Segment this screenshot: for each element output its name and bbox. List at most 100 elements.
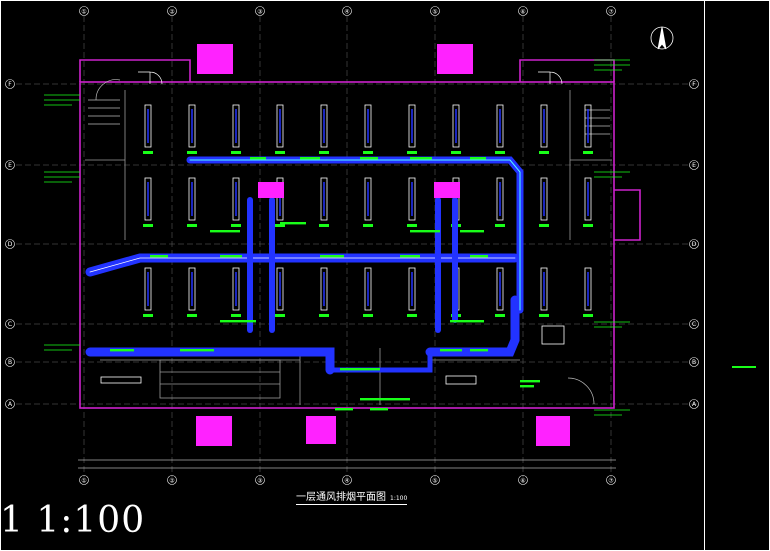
light-fixture (496, 104, 504, 148)
axis-bubble (606, 475, 616, 485)
duct-annotation (250, 157, 266, 160)
duct-annotation (320, 255, 344, 258)
axis-bubble (430, 475, 440, 485)
light-fixture (276, 104, 284, 148)
fixture-tag (187, 151, 197, 154)
axis-bubble (518, 6, 528, 16)
light-fixture (232, 177, 240, 221)
title-block-note (732, 366, 756, 368)
light-fixture (408, 267, 416, 311)
duct-annotation (220, 320, 256, 323)
light-fixture (496, 177, 504, 221)
light-fixture (364, 177, 372, 221)
light-fixture (540, 267, 548, 311)
axis-bubble (255, 475, 265, 485)
light-fixture (320, 177, 328, 221)
fixture-tag (231, 224, 241, 227)
axis-bubble (518, 475, 528, 485)
axis-letter: E (692, 162, 696, 169)
light-fixture (364, 104, 372, 148)
fixture-tag (451, 151, 461, 154)
axis-number: ① (81, 9, 86, 16)
light-fixture (496, 267, 504, 311)
duct-annotation (520, 380, 540, 383)
light-fixture (320, 267, 328, 311)
light-fixture (540, 177, 548, 221)
fixture-tag (583, 151, 593, 154)
fixture-tag (275, 224, 285, 227)
axis-bubble (689, 399, 699, 409)
fixture-tag (495, 151, 505, 154)
fixture-tag (495, 314, 505, 317)
axis-bubble (5, 160, 15, 170)
light-fixture (408, 177, 416, 221)
duct-annotation (440, 349, 462, 352)
fixture-tag (319, 314, 329, 317)
fixture-tag (143, 151, 153, 154)
axis-letter: D (8, 241, 13, 248)
fixture-tag (407, 224, 417, 227)
fixture-tag (583, 314, 593, 317)
fixture-tag (363, 151, 373, 154)
side-notes (44, 59, 630, 416)
axis-letter: F (692, 81, 696, 88)
axis-bubble (167, 475, 177, 485)
axis-number: ⑤ (432, 9, 437, 16)
light-fixture (320, 104, 328, 148)
duct-annotation (210, 230, 240, 233)
axis-number: ⑥ (520, 478, 525, 485)
duct-annotation (460, 230, 484, 233)
scale-label: 1 1:100 (0, 500, 146, 541)
fixture-tag (583, 224, 593, 227)
light-fixture (144, 104, 152, 148)
north-arrow-icon (650, 26, 674, 50)
axis-bubble (5, 357, 15, 367)
duct-annotation (370, 408, 388, 411)
drawing-title-scale: 1:100 (390, 495, 408, 502)
light-fixture (188, 177, 196, 221)
duct-annotation (180, 349, 200, 352)
duct-annotation (300, 157, 320, 160)
axis-bubble (689, 319, 699, 329)
duct-annotation (150, 255, 168, 258)
fixture-tag (275, 151, 285, 154)
axis-bubble (342, 6, 352, 16)
light-fixture (232, 104, 240, 148)
light-fixture (445, 375, 477, 385)
duct-annotation (340, 368, 380, 371)
doors (138, 71, 563, 433)
duct-annotation (220, 255, 242, 258)
axis-bubble (689, 239, 699, 249)
light-fixture (540, 104, 548, 148)
duct-annotation (520, 385, 534, 388)
fixture-tag (319, 151, 329, 154)
axis-number: ② (169, 478, 175, 485)
axis-bubble (342, 475, 352, 485)
equipment-box (541, 325, 565, 345)
light-fixture (232, 267, 240, 311)
axis-bubble (689, 357, 699, 367)
axis-bubble (606, 6, 616, 16)
duct-annotation (400, 255, 420, 258)
axis-letter: C (8, 321, 12, 328)
fixture-tag (539, 224, 549, 227)
light-fixture (584, 177, 592, 221)
axis-letter: F (8, 81, 12, 88)
duct-annotation (360, 157, 378, 160)
axis-number: ⑦ (608, 478, 614, 485)
stairs (88, 79, 610, 405)
axis-number: ③ (257, 478, 262, 485)
light-fixture (584, 267, 592, 311)
axis-bubble (167, 6, 177, 16)
axis-bubble (255, 6, 265, 16)
axis-number: ② (169, 9, 175, 16)
axis-bubble (430, 6, 440, 16)
fixture-tag (407, 314, 417, 317)
axis-bubble (5, 79, 15, 89)
duct-annotation (470, 349, 488, 352)
interior-walls (85, 90, 612, 405)
duct-runs (85, 156, 524, 375)
duct-annotation (360, 398, 410, 401)
fixture-tag (407, 151, 417, 154)
fixture-tag (363, 224, 373, 227)
